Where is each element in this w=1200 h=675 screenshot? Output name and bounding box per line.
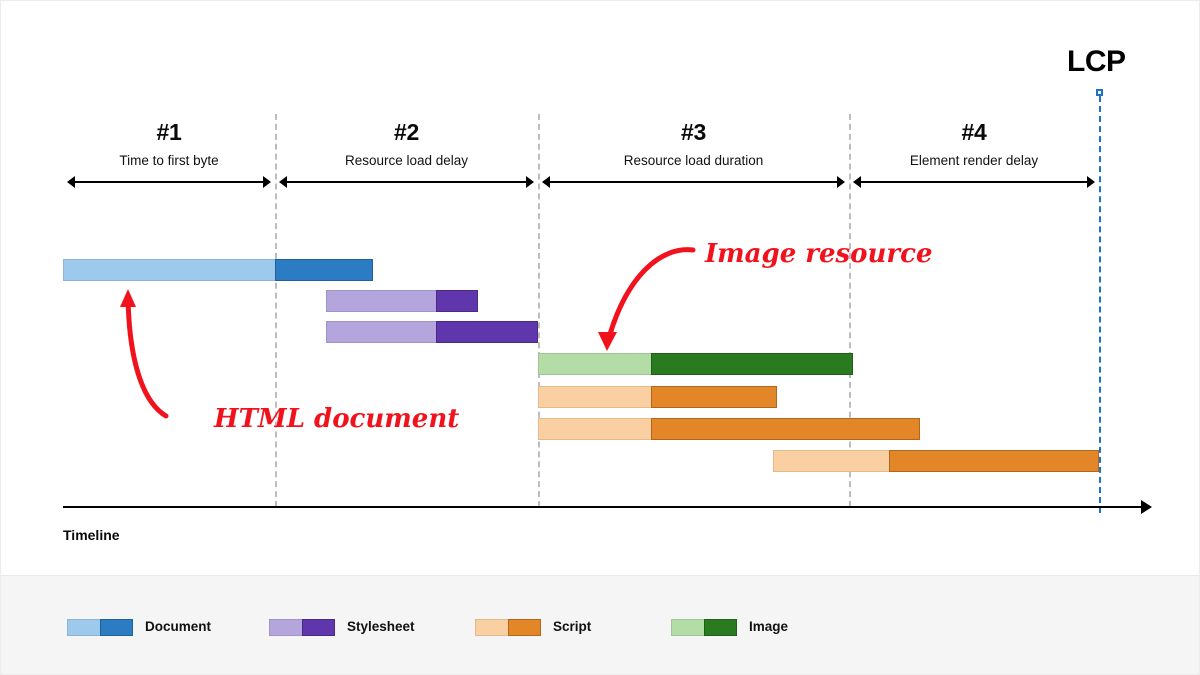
- phase-number: #1: [156, 119, 182, 145]
- stylesheet-bar-2: [326, 321, 538, 343]
- timeline-axis-label: Timeline: [63, 527, 120, 543]
- legend-swatch-light: [269, 618, 302, 636]
- image-bar: [538, 353, 853, 375]
- bar-segment-download: [651, 386, 777, 408]
- legend-band: Document Stylesheet Script Image: [1, 575, 1199, 674]
- lcp-marker-cap: [1096, 89, 1103, 96]
- phase-label: Resource load delay: [344, 153, 469, 168]
- arrow-line: [285, 181, 528, 183]
- bar-segment-wait: [773, 450, 889, 472]
- bar-segment-download: [651, 353, 853, 375]
- bar-segment-download: [275, 259, 373, 281]
- bar-segment-wait: [63, 259, 275, 281]
- legend-swatch-light: [475, 618, 508, 636]
- bar-segment-wait: [326, 290, 436, 312]
- arrow-head-left-icon: [67, 176, 75, 188]
- legend-swatch: [475, 618, 541, 636]
- legend-swatch-dark: [100, 618, 133, 636]
- legend-swatch-dark: [704, 618, 737, 636]
- arrow-head-left-icon: [853, 176, 861, 188]
- bar-segment-download: [651, 418, 920, 440]
- legend-swatch-light: [671, 618, 704, 636]
- arrow-line: [859, 181, 1089, 183]
- phase-measure-arrow-3: [542, 176, 845, 188]
- legend-label: Image: [749, 619, 789, 635]
- stylesheet-bar-1: [326, 290, 478, 312]
- phase-measure-arrow-2: [279, 176, 534, 188]
- legend-swatch-dark: [302, 618, 335, 636]
- arrow-line: [548, 181, 839, 183]
- html-document-annotation: HTML document: [214, 404, 460, 434]
- arrow-head-right-icon: [263, 176, 271, 188]
- legend-label: Document: [145, 619, 212, 635]
- legend-swatch: [67, 618, 133, 636]
- phase-divider-1: [275, 114, 277, 507]
- timeline-axis: [63, 506, 1141, 508]
- phase-number: #3: [681, 119, 706, 145]
- arrow-head-left-icon: [279, 176, 287, 188]
- arrow-head-left-icon: [542, 176, 550, 188]
- bar-segment-download: [889, 450, 1099, 472]
- script-bar-3: [773, 450, 1099, 472]
- phase-number: #4: [961, 119, 987, 145]
- script-bar-1: [538, 386, 777, 408]
- arrow-head-right-icon: [526, 176, 534, 188]
- bar-segment-download: [436, 321, 538, 343]
- lcp-vertical-line: [1099, 96, 1101, 513]
- bar-segment-wait: [326, 321, 436, 343]
- bar-segment-wait: [538, 353, 651, 375]
- timeline-axis-arrow: [1141, 500, 1152, 514]
- phase-label: Resource load duration: [623, 153, 764, 168]
- phase-divider-2: [538, 114, 540, 507]
- phase-measure-arrow-4: [853, 176, 1095, 188]
- legend-item-stylesheet: Stylesheet: [269, 618, 415, 636]
- arrow-head-right-icon: [837, 176, 845, 188]
- legend-item-script: Script: [475, 618, 591, 636]
- bar-segment-download: [436, 290, 478, 312]
- bar-segment-wait: [538, 418, 651, 440]
- legend-swatch-dark: [508, 618, 541, 636]
- phase-measure-arrow-1: [67, 176, 271, 188]
- legend-swatch: [269, 618, 335, 636]
- document-bar: [63, 259, 373, 281]
- phase-divider-3: [849, 114, 851, 507]
- lcp-label: LCP: [1067, 45, 1126, 78]
- legend-item-image: Image: [671, 618, 788, 636]
- script-bar-2: [538, 418, 920, 440]
- phase-number: #2: [394, 119, 419, 145]
- legend-swatch: [671, 618, 737, 636]
- phase-label: Element render delay: [909, 153, 1039, 168]
- bar-segment-wait: [538, 386, 651, 408]
- legend-swatch-light: [67, 618, 100, 636]
- image-resource-annotation: Image resource: [705, 239, 933, 269]
- legend-label: Script: [553, 619, 592, 635]
- annotation-arrows: [120, 247, 696, 419]
- arrow-line: [73, 181, 265, 183]
- phase-label: Time to first byte: [119, 153, 219, 168]
- legend-item-document: Document: [67, 618, 211, 636]
- legend-label: Stylesheet: [347, 619, 415, 635]
- arrow-head-right-icon: [1087, 176, 1095, 188]
